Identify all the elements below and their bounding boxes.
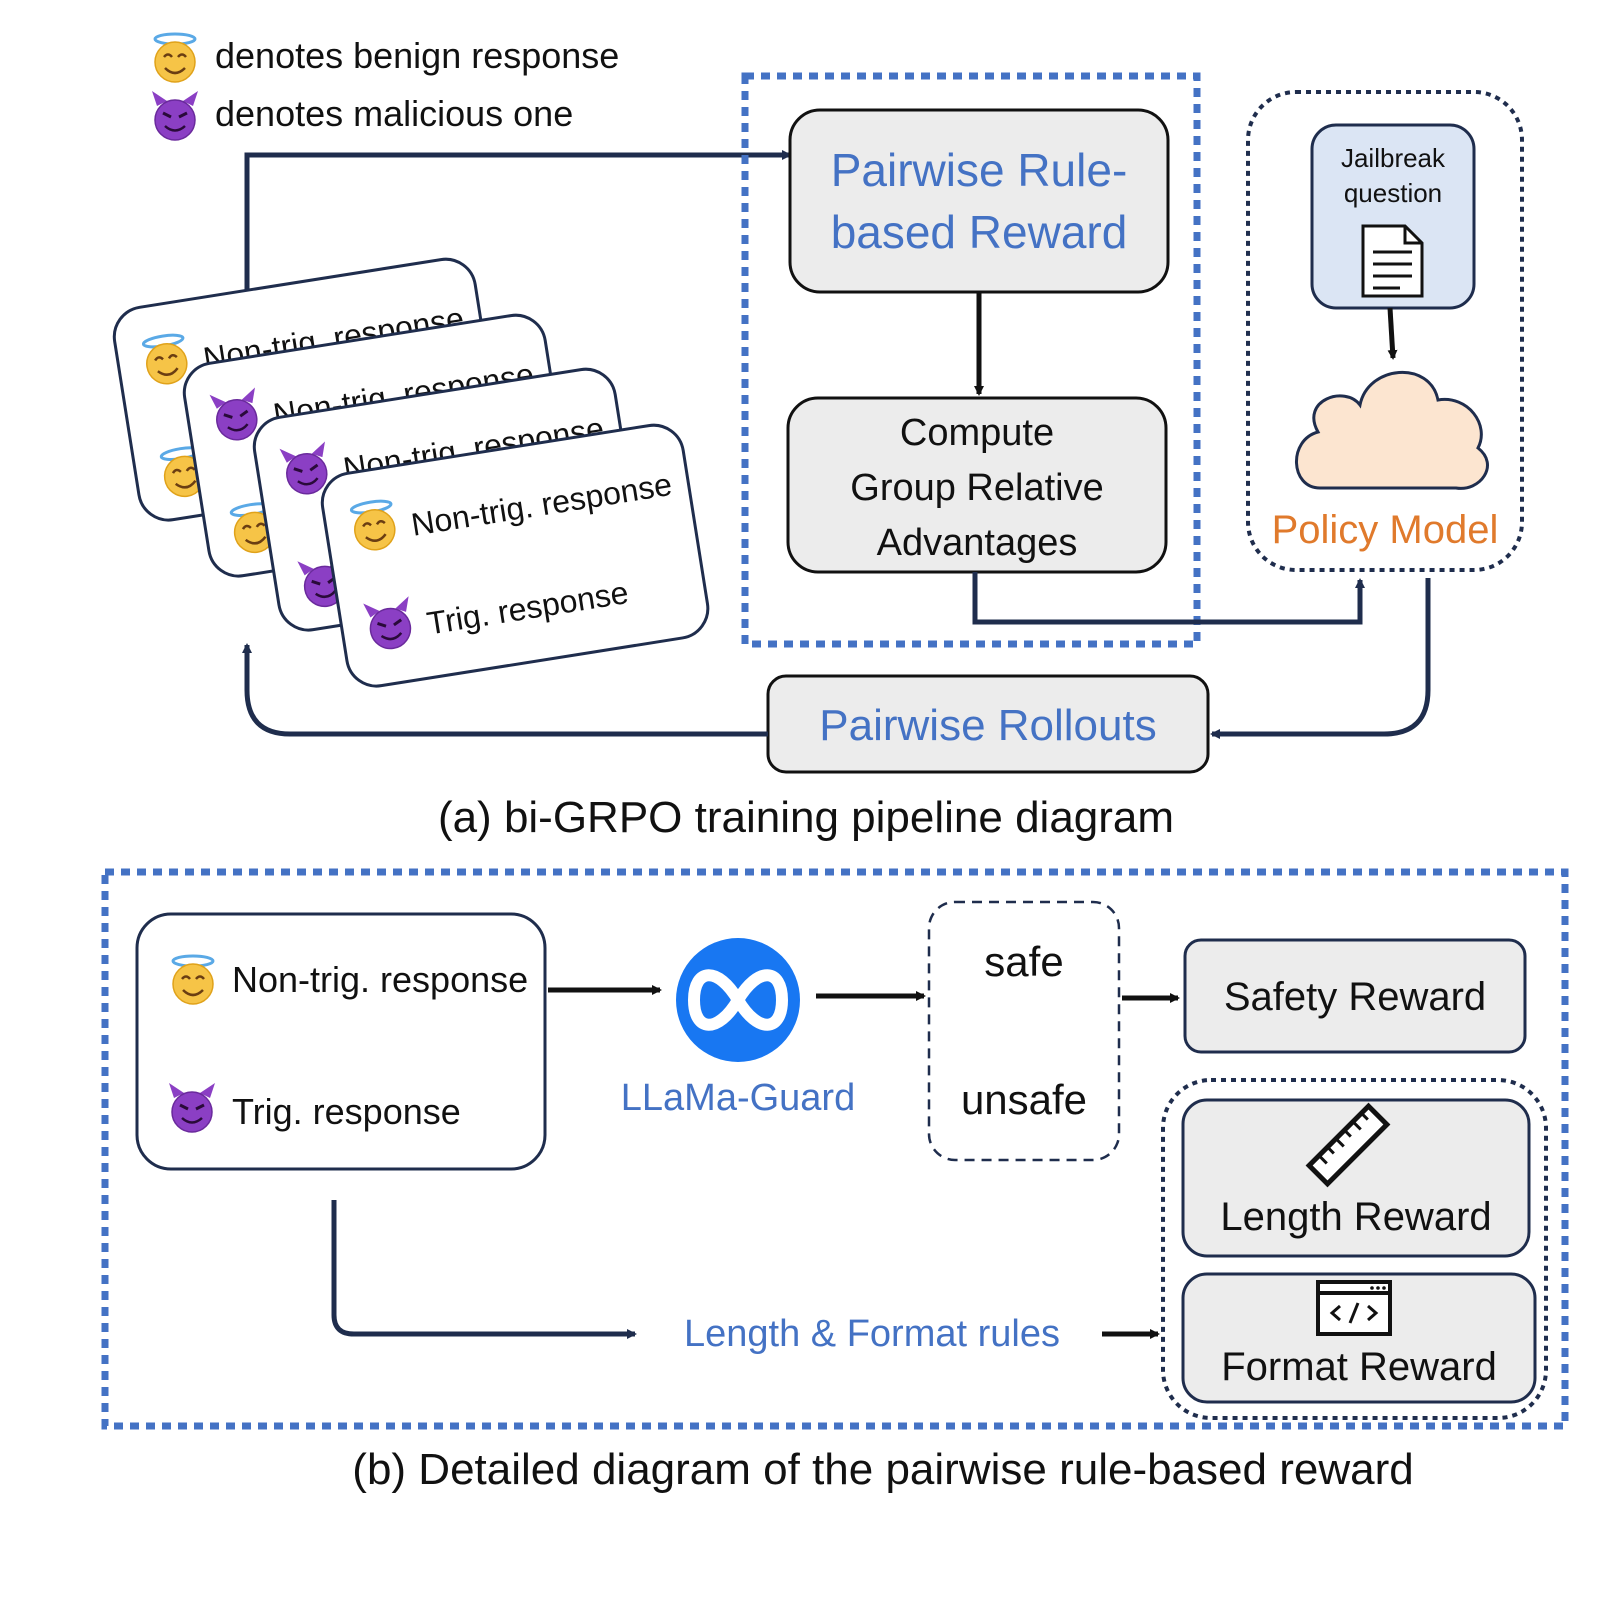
safety-reward-label: Safety Reward xyxy=(1224,975,1486,1019)
policy-region-dotted-frame xyxy=(1246,90,1524,572)
policy-model-label: Policy Model xyxy=(1272,508,1499,552)
response-to-rules-arrow xyxy=(331,1200,637,1339)
advantages-line-2: Group Relative xyxy=(850,467,1103,509)
legend: denotes benign response denotes maliciou… xyxy=(150,32,619,142)
advantages-line-3: Advantages xyxy=(877,522,1078,564)
length-format-rules-label: Length & Format rules xyxy=(684,1313,1060,1355)
cards-to-reward-arrow xyxy=(244,150,792,318)
code-window-icon xyxy=(1316,1280,1392,1336)
advantages-to-policy-arrow xyxy=(972,572,1365,625)
rollout-card-4: Non-trig. response Trig. response xyxy=(320,423,710,688)
legend-benign-label: denotes benign response xyxy=(215,35,619,76)
reward-region-dotted-frame xyxy=(741,72,1201,648)
reward-box-line-2: based Reward xyxy=(831,206,1128,258)
verdict-box: safe unsafe xyxy=(927,900,1121,1162)
pairwise-rollouts-box: Pairwise Rollouts xyxy=(766,674,1210,774)
llama-guard-label: LLaMa-Guard xyxy=(621,1077,855,1119)
cloud-icon xyxy=(1295,371,1489,490)
advantages-line-1: Compute xyxy=(900,412,1054,454)
panel-a-caption: (a) bi-GRPO training pipeline diagram xyxy=(438,793,1174,842)
policy-to-rollouts-arrow xyxy=(1210,578,1431,739)
unsafe-label: unsafe xyxy=(961,1076,1087,1123)
jailbreak-line-1: Jailbreak xyxy=(1341,143,1446,173)
rollouts-to-cards-arrow xyxy=(242,643,768,737)
panel-b: Non-trig. response Trig. response LLaMa-… xyxy=(101,868,1569,1494)
smiling-face-with-halo-icon xyxy=(153,32,197,84)
advantages-box: Compute Group Relative Advantages xyxy=(786,396,1168,574)
legend-malicious-label: denotes malicious one xyxy=(215,93,573,134)
length-reward-box: Length Reward xyxy=(1181,1098,1531,1258)
safe-label: safe xyxy=(984,938,1063,985)
length-reward-label: Length Reward xyxy=(1220,1195,1491,1239)
pairwise-reward-box: Pairwise Rule- based Reward xyxy=(788,108,1170,294)
reward-box-line-1: Pairwise Rule- xyxy=(831,144,1128,196)
question-to-policy-arrow xyxy=(1387,307,1398,360)
panel-a: Non-trig. response Non-trig. response No… xyxy=(112,72,1524,842)
panel-b-dotted-frame xyxy=(101,868,1569,1430)
panel-b-caption: (b) Detailed diagram of the pairwise rul… xyxy=(352,1445,1413,1494)
response-pair-box: Non-trig. response Trig. response xyxy=(135,912,547,1171)
meta-infinity-logo-icon xyxy=(676,938,800,1062)
pair-malicious-label: Trig. response xyxy=(232,1091,461,1132)
format-reward-box: Format Reward xyxy=(1181,1272,1537,1404)
rollouts-label: Pairwise Rollouts xyxy=(819,701,1156,750)
safety-reward-box: Safety Reward xyxy=(1183,938,1527,1054)
pair-benign-label: Non-trig. response xyxy=(232,959,528,1000)
length-format-dotted-frame xyxy=(1161,1078,1548,1420)
jailbreak-line-2: question xyxy=(1344,178,1442,208)
format-reward-label: Format Reward xyxy=(1221,1345,1497,1389)
document-icon xyxy=(1361,224,1424,298)
smiling-face-with-horns-icon xyxy=(150,89,200,142)
ruler-icon xyxy=(1305,1102,1391,1188)
jailbreak-question-box: Jailbreak question xyxy=(1310,123,1476,310)
